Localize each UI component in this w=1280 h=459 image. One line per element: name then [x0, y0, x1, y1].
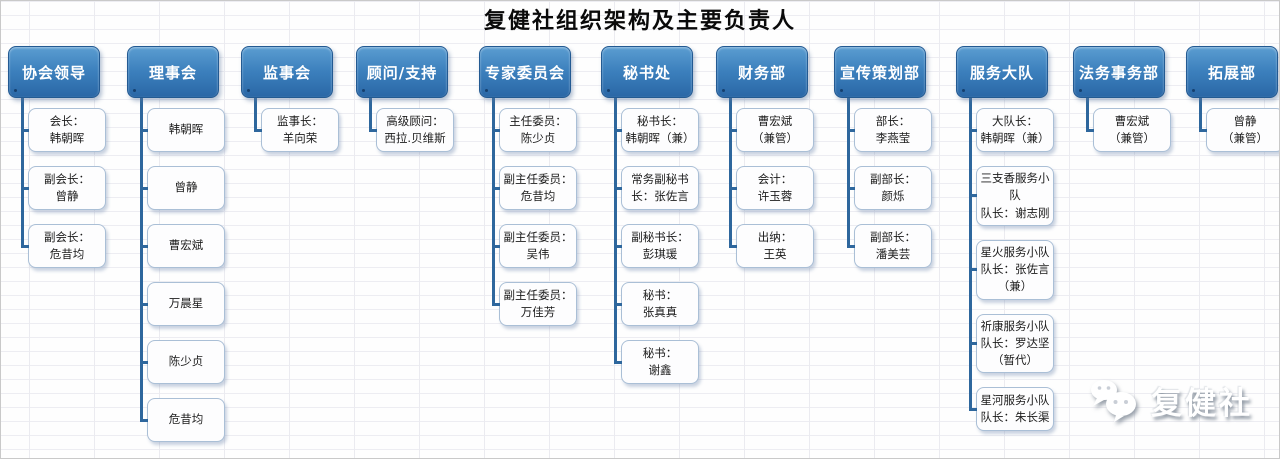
- org-member-box: 秘书长： 韩朝晖（兼）: [614, 108, 699, 152]
- org-member-box: 副主任委员： 万佳芳: [492, 282, 577, 326]
- org-children: 曾静 （兼管）: [1199, 108, 1279, 152]
- org-column: 财务部曹宏斌 （兼管） 会计： 许玉蓉出纳： 王英: [716, 46, 816, 268]
- org-member-box: 高级顾问： 西拉.贝维斯: [369, 108, 454, 152]
- org-member-box: 曹宏斌 （兼管）: [729, 108, 814, 152]
- connector-line: [369, 94, 372, 130]
- connector-line: [492, 94, 495, 304]
- connector-line: [1086, 94, 1089, 130]
- org-member-box: 曾静 （兼管）: [1199, 108, 1279, 152]
- connector-line: [969, 94, 972, 410]
- org-unit-header: 监事会: [241, 46, 333, 98]
- org-children: 韩朝晖曾静曹宏斌万晨星陈少贞危昔均: [140, 108, 225, 442]
- org-column: 监事会监事长： 羊向荣: [241, 46, 341, 152]
- org-member-box: 祈康服务小队 队长：罗达坚 （暂代）: [969, 313, 1054, 374]
- org-member-box: 陈少贞: [140, 340, 225, 384]
- page-title: 复健社组织架构及主要负责人: [483, 9, 796, 34]
- org-unit-header: 秘书处: [601, 46, 693, 98]
- brand-watermark: 复健社: [1087, 377, 1253, 423]
- connector-line: [140, 94, 143, 420]
- org-member-box: 会计： 许玉蓉: [729, 166, 814, 210]
- org-member-box: 危昔均: [140, 398, 225, 442]
- connector-line: [614, 94, 617, 362]
- org-children: 秘书长： 韩朝晖（兼） 常务副秘书 长：张佐言副秘书长： 彭琪瑗秘书： 张真真秘书…: [614, 108, 699, 384]
- org-children: 部长： 李燕莹副部长： 颜烁副部长： 潘美芸: [847, 108, 932, 268]
- connector-line: [729, 94, 732, 246]
- org-member-box: 大队长： 韩朝晖（兼）: [969, 108, 1054, 152]
- org-member-box: 部长： 李燕莹: [847, 108, 932, 152]
- org-member-box: 星河服务小队 队长：朱长渠: [969, 387, 1054, 432]
- org-member-box: 曹宏斌 （兼管）: [1086, 108, 1171, 152]
- org-member-box: 副会长： 曾静: [21, 166, 106, 210]
- org-column: 拓展部曾静 （兼管）: [1186, 46, 1279, 152]
- org-member-box: 副部长： 颜烁: [847, 166, 932, 210]
- org-member-box: 会长： 韩朝晖: [21, 108, 106, 152]
- brand-text: 复健社: [1151, 385, 1253, 422]
- org-column: 顾问/支持高级顾问： 西拉.贝维斯: [356, 46, 456, 152]
- connector-line: [847, 94, 850, 246]
- org-member-box: 出纳： 王英: [729, 224, 814, 268]
- org-column: 专家委员会主任委员： 陈少贞副主任委员： 危昔均副主任委员： 吴伟副主任委员： …: [479, 46, 579, 326]
- org-member-box: 监事长： 羊向荣: [254, 108, 339, 152]
- org-member-box: 副秘书长： 彭琪瑗: [614, 224, 699, 268]
- connector-line: [21, 94, 24, 246]
- org-unit-header: 法务事务部: [1073, 46, 1165, 98]
- wechat-icon: [1091, 380, 1136, 422]
- org-column: 理事会韩朝晖曾静曹宏斌万晨星陈少贞危昔均: [127, 46, 227, 442]
- org-children: 主任委员： 陈少贞副主任委员： 危昔均副主任委员： 吴伟副主任委员： 万佳芳: [492, 108, 577, 326]
- org-member-box: 三支香服务小 队 队长：谢志刚: [969, 166, 1054, 226]
- org-member-box: 常务副秘书 长：张佐言: [614, 166, 699, 210]
- org-column: 秘书处秘书长： 韩朝晖（兼） 常务副秘书 长：张佐言副秘书长： 彭琪瑗秘书： 张真…: [601, 46, 701, 384]
- org-member-box: 万晨星: [140, 282, 225, 326]
- org-member-box: 秘书： 谢鑫: [614, 340, 699, 384]
- org-unit-header: 宣传策划部: [834, 46, 926, 98]
- connector-line: [1199, 94, 1202, 130]
- org-column: 法务事务部曹宏斌 （兼管）: [1073, 46, 1173, 152]
- org-unit-header: 顾问/支持: [356, 46, 448, 98]
- org-member-box: 副部长： 潘美芸: [847, 224, 932, 268]
- org-member-box: 星火服务小队 队长：张佐言 （兼）: [969, 239, 1054, 300]
- org-member-box: 曾静: [140, 166, 225, 210]
- org-children: 高级顾问： 西拉.贝维斯: [369, 108, 454, 152]
- org-column: 宣传策划部部长： 李燕莹副部长： 颜烁副部长： 潘美芸: [834, 46, 934, 268]
- org-column: 服务大队大队长： 韩朝晖（兼） 三支香服务小 队 队长：谢志刚星火服务小队 队长：…: [956, 46, 1056, 432]
- org-children: 曹宏斌 （兼管）: [1086, 108, 1171, 152]
- org-children: 大队长： 韩朝晖（兼） 三支香服务小 队 队长：谢志刚星火服务小队 队长：张佐言 …: [969, 108, 1054, 432]
- org-member-box: 秘书： 张真真: [614, 282, 699, 326]
- org-column: 协会领导会长： 韩朝晖副会长： 曾静副会长： 危昔均: [8, 46, 108, 268]
- org-unit-header: 协会领导: [8, 46, 100, 98]
- org-member-box: 副主任委员： 危昔均: [492, 166, 577, 210]
- connector-line: [254, 94, 257, 130]
- org-unit-header: 服务大队: [956, 46, 1048, 98]
- org-children: 会长： 韩朝晖副会长： 曾静副会长： 危昔均: [21, 108, 106, 268]
- org-member-box: 主任委员： 陈少贞: [492, 108, 577, 152]
- org-children: 曹宏斌 （兼管） 会计： 许玉蓉出纳： 王英: [729, 108, 814, 268]
- org-member-box: 副主任委员： 吴伟: [492, 224, 577, 268]
- org-unit-header: 理事会: [127, 46, 219, 98]
- org-unit-header: 财务部: [716, 46, 808, 98]
- org-unit-header: 专家委员会: [479, 46, 571, 98]
- org-unit-header: 拓展部: [1186, 46, 1278, 98]
- org-children: 监事长： 羊向荣: [254, 108, 339, 152]
- org-member-box: 韩朝晖: [140, 108, 225, 152]
- org-member-box: 副会长： 危昔均: [21, 224, 106, 268]
- org-member-box: 曹宏斌: [140, 224, 225, 268]
